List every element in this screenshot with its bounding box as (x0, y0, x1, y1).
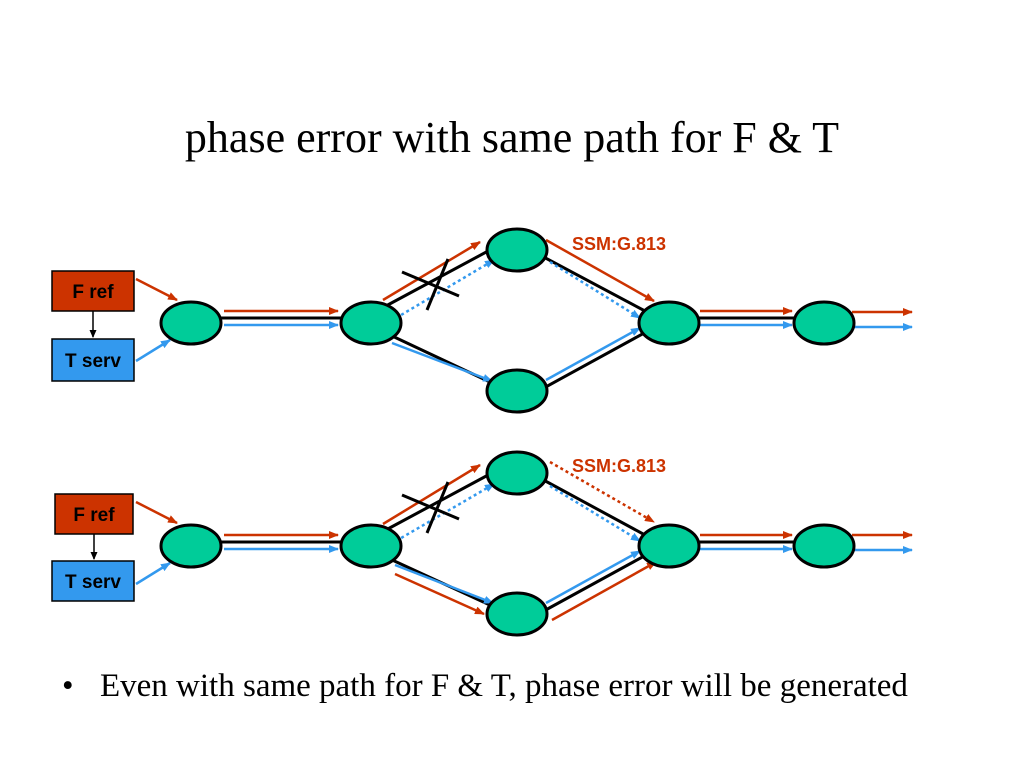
time-b-d (394, 563, 494, 605)
node-b (339, 523, 403, 569)
node-c (485, 227, 549, 273)
fref-label: F ref (73, 505, 115, 526)
link-b-c (383, 248, 491, 309)
link-b-c (383, 472, 491, 533)
node-d (485, 591, 549, 637)
freq-c-e-dotted (549, 460, 655, 524)
tserv-input-arrow (135, 338, 171, 363)
link-break-x-mark (401, 258, 460, 311)
bullet-item: • Even with same path for F & T, phase e… (62, 667, 962, 705)
link-c-e (537, 475, 646, 537)
tserv-label: T serv (65, 351, 121, 372)
link-d-e (541, 330, 647, 391)
bullet-text: Even with same path for F & T, phase err… (100, 668, 908, 704)
link-d-e (541, 553, 647, 614)
node-f (792, 523, 856, 569)
node-c (485, 450, 549, 496)
time-b-d (391, 341, 493, 383)
bullet-mark: • (62, 668, 74, 704)
fref-box: F ref (54, 493, 134, 535)
freq-c-e (545, 238, 655, 303)
tserv-label: T serv (65, 572, 121, 593)
slide-title: phase error with same path for F & T (184, 113, 840, 162)
tserv-box: T serv (51, 560, 135, 602)
fref-input-arrow (135, 500, 178, 525)
tserv-box: T serv (51, 338, 135, 382)
fref-label: F ref (72, 282, 114, 303)
time-c-e-dotted (549, 260, 641, 320)
diagram-2: F ref T serv (51, 450, 913, 637)
link-break-x-mark (401, 481, 460, 534)
ssm-label: SSM:G.813 (572, 234, 666, 254)
link-c-e (537, 252, 646, 313)
node-b (339, 300, 403, 346)
freq-b-c (382, 240, 481, 302)
tserv-input-arrow (135, 561, 171, 586)
time-d-e (545, 549, 641, 605)
freq-d-e (551, 560, 657, 622)
fref-input-arrow (135, 277, 178, 302)
node-e (637, 300, 701, 346)
freq-b-c (382, 463, 481, 526)
node-e (637, 523, 701, 569)
time-c-e-dotted (549, 484, 641, 543)
node-f (792, 300, 856, 346)
time-d-e (545, 326, 641, 382)
node-a (159, 300, 223, 346)
fref-box: F ref (51, 270, 135, 312)
node-a (159, 523, 223, 569)
freq-b-d (394, 572, 485, 616)
node-d (485, 368, 549, 414)
ssm-label: SSM:G.813 (572, 456, 666, 476)
diagram-1: F ref T serv (51, 227, 913, 414)
